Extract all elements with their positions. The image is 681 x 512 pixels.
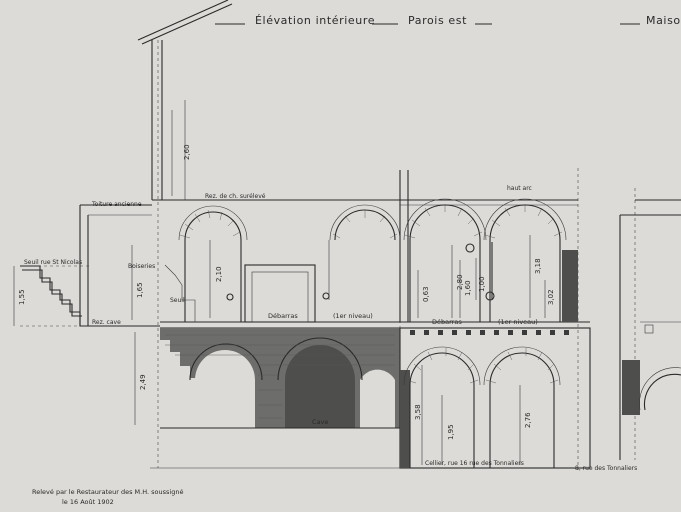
label-cellier: Cellier, rue 16 rue des Tonnaliers — [425, 460, 524, 467]
label-debarras-2: Débarras — [432, 318, 462, 326]
label-boiserie: Boiseries — [128, 263, 155, 270]
label-rez-surelevee: Rez. de ch. surélevé — [205, 193, 266, 200]
dim-1-55: 1,55 — [18, 289, 26, 305]
dim-1-60: 1,60 — [464, 280, 472, 296]
dim-2-49: 2,49 — [139, 374, 147, 390]
label-seuil: Seuil — [170, 297, 185, 304]
labels: Toiture ancienne Rez. de ch. surélevé Se… — [24, 185, 637, 472]
credit-block: Relevé par le Restaurateur des M.H. sous… — [32, 488, 183, 506]
dim-1-00: 1,00 — [478, 276, 486, 292]
dim-2-10: 2,10 — [215, 266, 223, 282]
label-niveau-1: (1er niveau) — [333, 312, 373, 320]
roof-gable — [137, 0, 233, 200]
dim-2-76: 2,76 — [524, 412, 532, 428]
dim-2-80: 2,80 — [456, 274, 464, 290]
floor-levels — [152, 199, 590, 329]
details — [164, 240, 495, 322]
dimension-lines — [13, 110, 546, 465]
dim-3-02: 3,02 — [547, 289, 555, 305]
credit-line-1: Relevé par le Restaurateur des M.H. sous… — [32, 488, 183, 496]
title-left: Élévation intérieure — [255, 14, 375, 27]
dim-0-63: 0,63 — [422, 286, 430, 302]
label-toiture: Toiture ancienne — [91, 201, 142, 208]
label-niveau-2: (1er niveau) — [498, 318, 538, 326]
dim-1-95: 1,95 — [447, 424, 455, 440]
label-haut-arc: haut arc — [507, 185, 532, 192]
dim-3-18: 3,18 — [534, 258, 542, 274]
dimension-text: 2,60 1,55 1,65 2,49 2,10 3,18 3,02 1,95 … — [18, 144, 555, 440]
exterior-stair — [20, 204, 160, 327]
cave-masonry — [160, 328, 400, 429]
label-cave: Cave — [312, 418, 328, 426]
label-debarras-1: Débarras — [268, 312, 298, 320]
dim-2-60: 2,60 — [183, 144, 191, 160]
credit-line-2: le 16 Août 1902 — [62, 498, 114, 506]
label-tonnaliers: 8, rue des Tonnaliers — [575, 465, 637, 472]
cellier-arches — [399, 327, 591, 469]
title-edge: Maison — [646, 14, 681, 27]
dim-1-65: 1,65 — [136, 282, 144, 298]
voussoir-hatching — [179, 204, 563, 239]
dim-3-58: 3,58 — [414, 404, 422, 420]
adjacent-building — [619, 199, 681, 460]
title-block: Élévation intérieure Parois est Maison — [215, 14, 681, 27]
label-rue: Seuil rue St Nicolas — [24, 259, 82, 266]
label-rez-cave: Rez. cave — [92, 319, 121, 326]
title-right: Parois est — [408, 14, 467, 27]
